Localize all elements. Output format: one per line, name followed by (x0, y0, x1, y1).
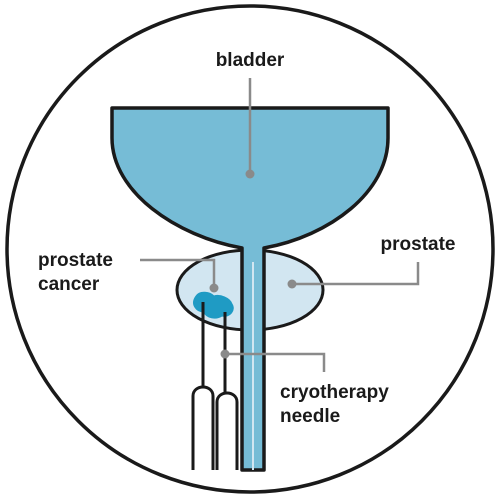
cryotherapy-needle-leader-line (225, 352, 326, 372)
needle-sheath-right (215, 391, 239, 470)
cryotherapy-needle-label-line2: needle (280, 406, 340, 427)
cryotherapy-needle-dot (220, 349, 230, 359)
leader-dots (209, 169, 297, 359)
bladder-label: bladder (216, 50, 285, 71)
bladder-dot (245, 169, 255, 179)
prostate-cancer-dot (209, 283, 219, 293)
prostate-dot (287, 279, 297, 289)
leader-lines (140, 78, 420, 372)
prostate-label: prostate (381, 234, 456, 255)
cryotherapy-needle-label-line1: cryotherapy (280, 382, 389, 403)
prostate-leader-line (292, 262, 420, 286)
prostate-cancer-label-line2: cancer (38, 274, 100, 295)
needle-sheath-left (191, 385, 215, 470)
prostate-cancer-leader-line (140, 258, 216, 288)
cryotherapy-needles (191, 302, 239, 470)
prostate-cancer-label-line1: prostate (38, 250, 113, 271)
